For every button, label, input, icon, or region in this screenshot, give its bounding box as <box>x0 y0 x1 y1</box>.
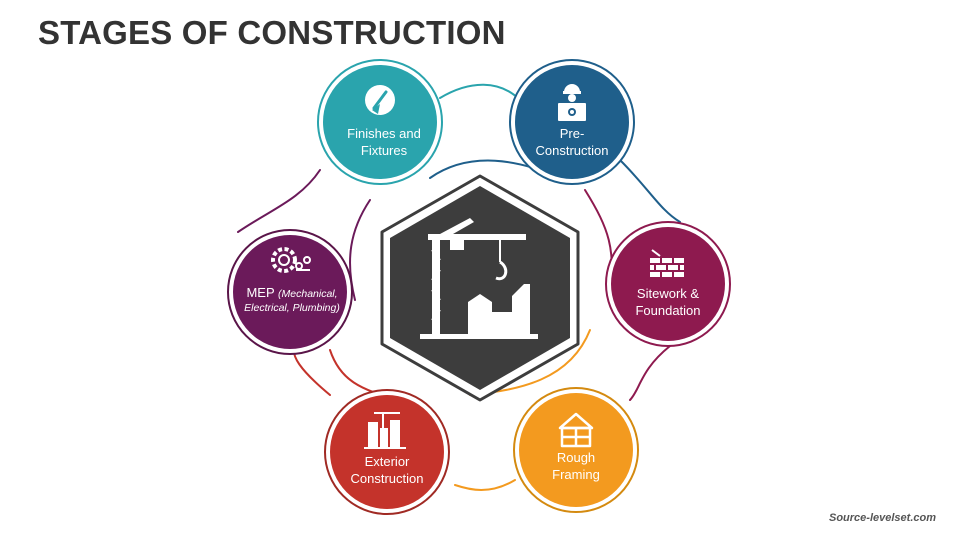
building-crane-icon <box>364 412 406 449</box>
stage-mep-line-2: Electrical, Plumbing) <box>244 302 340 314</box>
stage-exterior-line-1: Exterior <box>365 454 410 469</box>
stage-finishes-line-2: Fixtures <box>361 143 408 158</box>
stage-mep-line-1: MEP (Mechanical, <box>246 285 337 300</box>
connector-finishes-pre <box>439 83 521 101</box>
page-title: STAGES OF CONSTRUCTION <box>38 14 506 51</box>
stage-framing-line-1: Rough <box>557 450 595 465</box>
tower-crane-city-icon <box>420 218 538 339</box>
center-hexagon <box>380 174 580 402</box>
stage-pre-construction[interactable]: Pre- Construction <box>509 59 635 185</box>
brick-wall-icon <box>650 249 684 277</box>
stage-pre-line-2: Construction <box>536 143 609 158</box>
stage-rough-framing[interactable]: Rough Framing <box>513 387 639 513</box>
stage-sitework-line-1: Sitework & <box>637 286 699 301</box>
gear-pipes-icon <box>271 247 311 273</box>
stage-finishes-line-1: Finishes and <box>347 126 421 141</box>
source-credit: Source-levelset.com <box>829 512 936 524</box>
stage-framing-line-2: Framing <box>552 467 600 482</box>
worker-blueprint-icon <box>558 84 586 121</box>
trowel-icon <box>365 85 395 115</box>
house-frame-icon <box>558 412 594 448</box>
stage-mep[interactable]: MEP (Mechanical, Electrical, Plumbing) <box>227 229 353 355</box>
stage-sitework-line-2: Foundation <box>635 303 700 318</box>
stage-exterior-line-2: Construction <box>351 471 424 486</box>
stage-mep-main: MEP <box>246 285 278 300</box>
connector-pre-sitework <box>619 159 681 223</box>
connector-sitework-framing <box>629 345 671 401</box>
connector-framing-exterior <box>454 479 516 491</box>
stage-sitework-and-foundation[interactable]: Sitework & Foundation <box>605 221 731 347</box>
stage-pre-line-1: Pre- <box>560 126 585 141</box>
connector-mep-finishes <box>237 169 321 233</box>
connector-inner-left-top <box>349 199 371 301</box>
stage-exterior-construction[interactable]: Exterior Construction <box>324 389 450 515</box>
stage-finishes-and-fixtures[interactable]: Finishes and Fixtures <box>317 59 443 185</box>
stage-mep-italic-1: (Mechanical, <box>278 288 338 300</box>
